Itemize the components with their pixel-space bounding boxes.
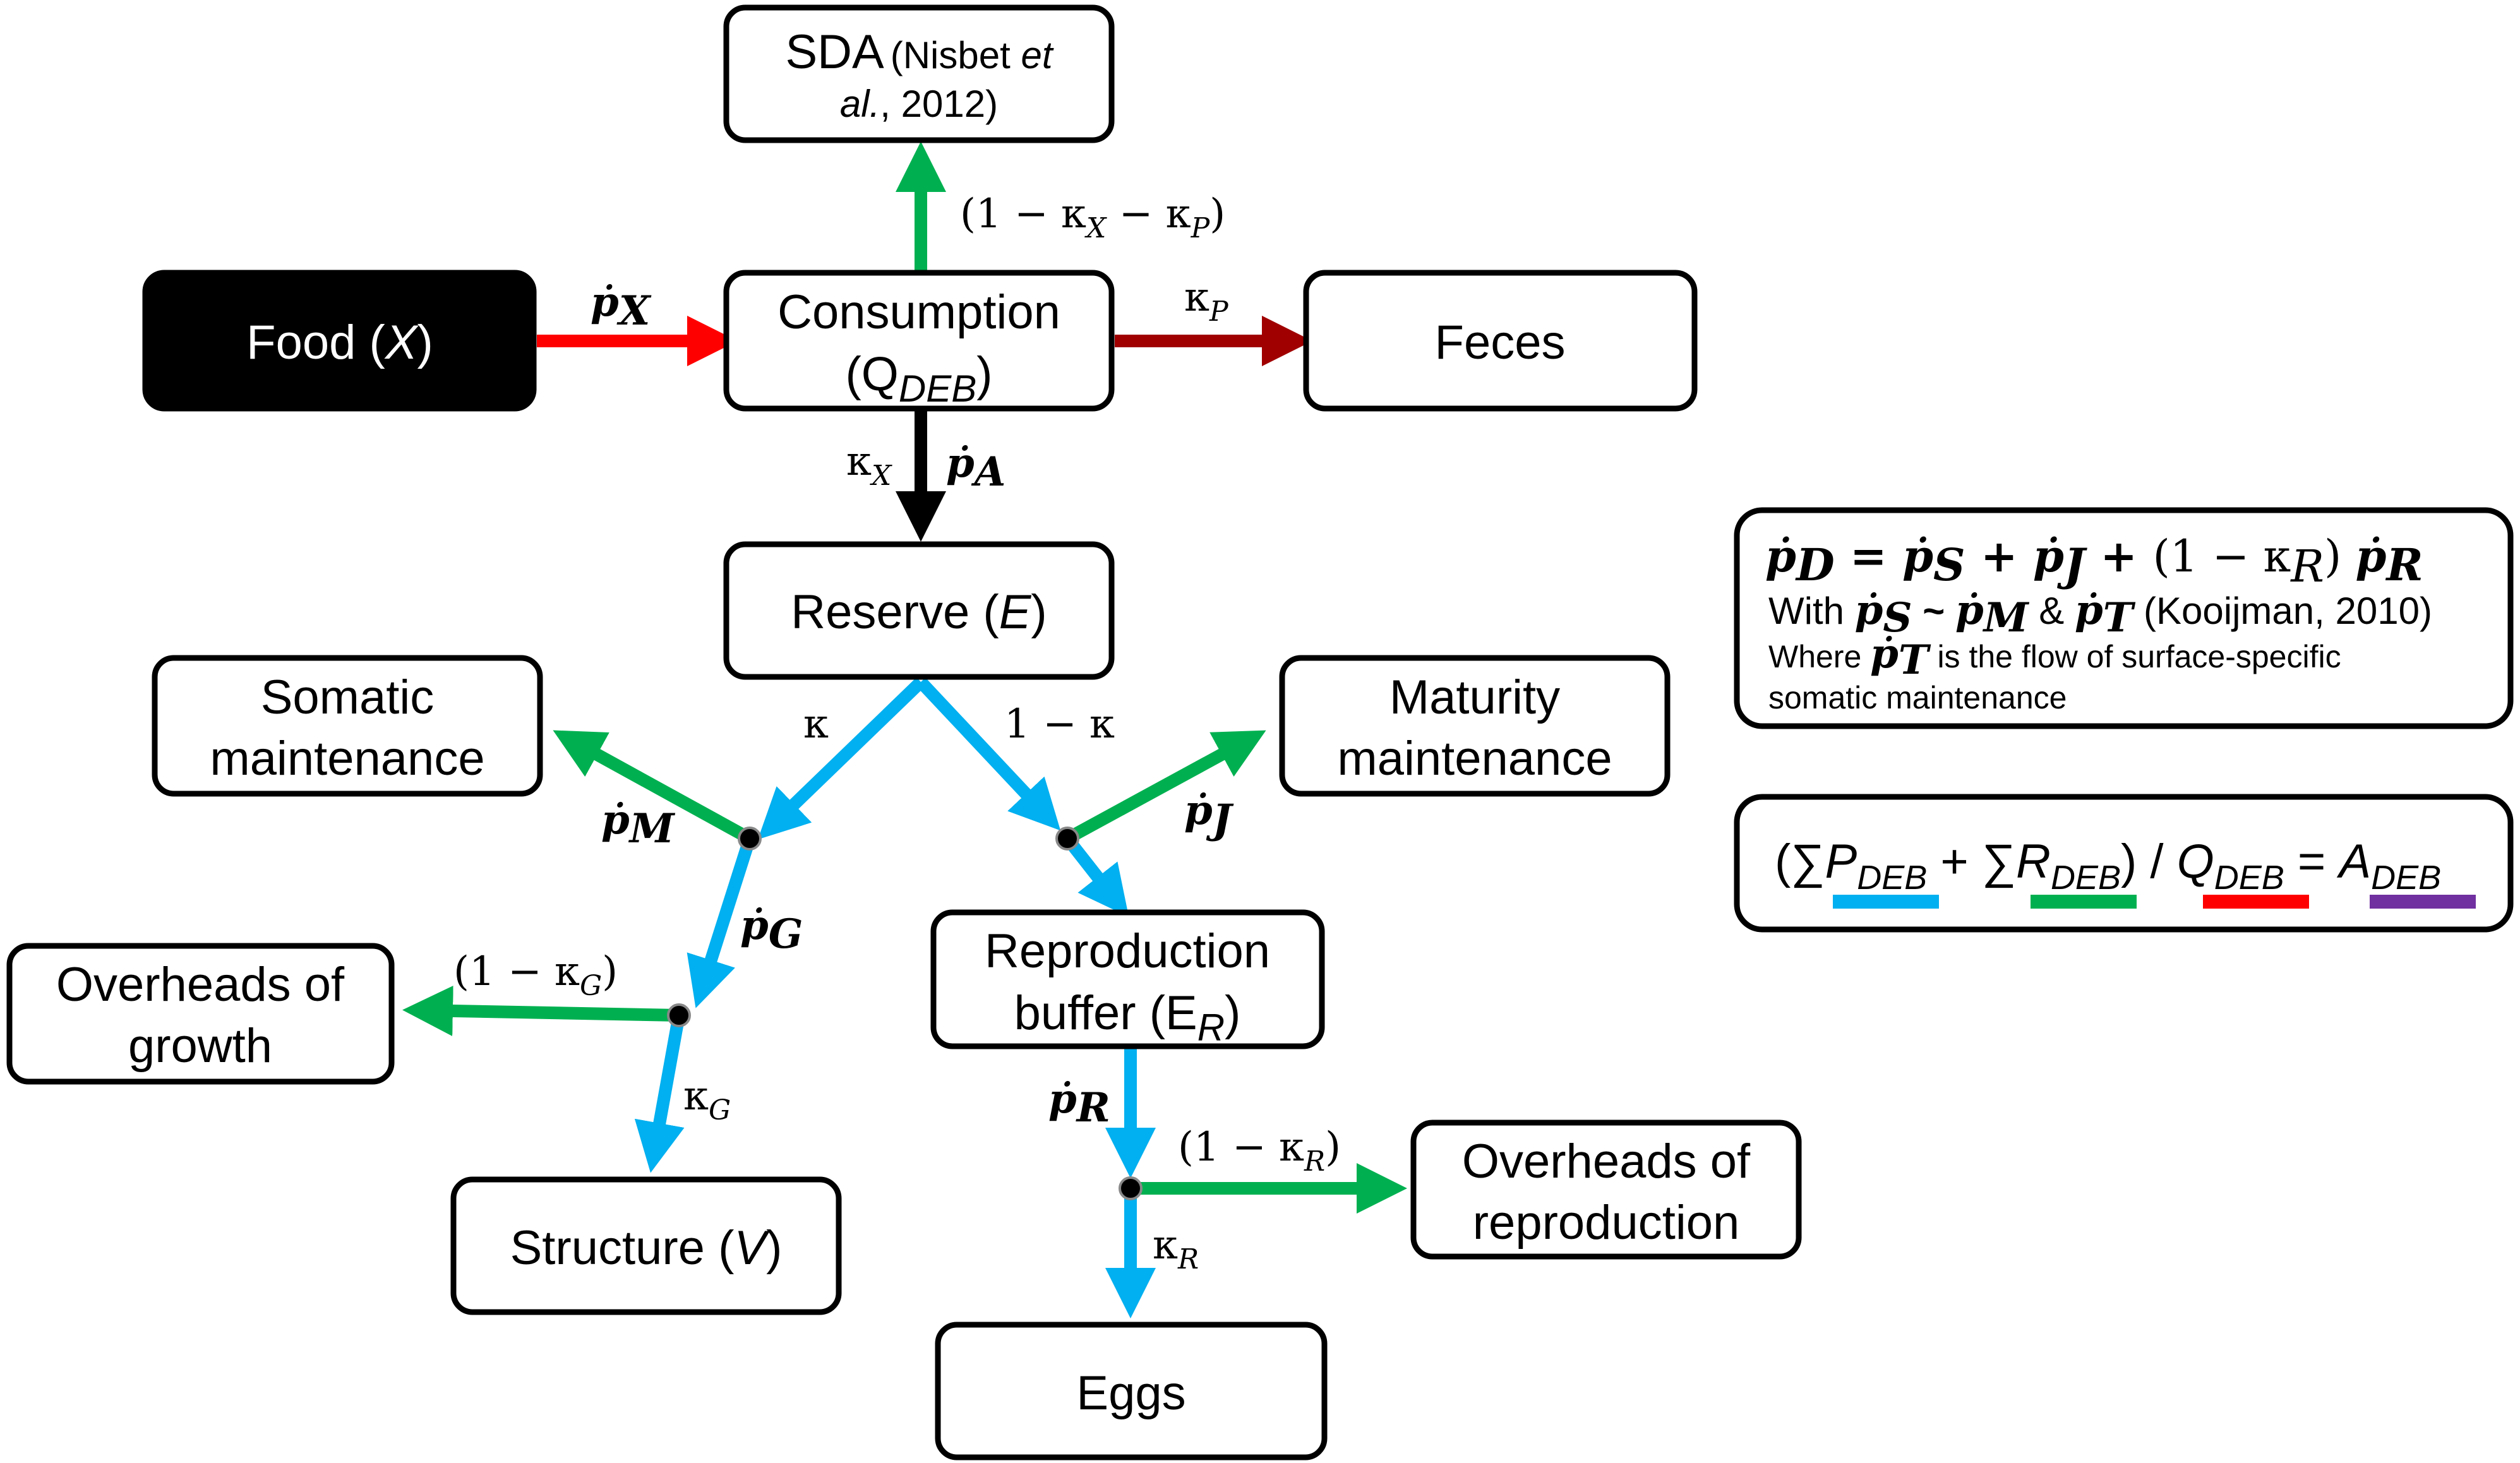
structure-label-c: ) bbox=[766, 1221, 782, 1275]
arrows bbox=[402, 141, 1408, 1319]
svg-text:Structure (V): Structure (V) bbox=[510, 1221, 783, 1275]
edge-label-pr: ṗR bbox=[1048, 1075, 1110, 1132]
edge-label-kr-coef: (1 − κR) bbox=[1178, 1124, 1341, 1178]
box-eggs: Eggs bbox=[935, 1322, 1328, 1460]
box-maturity-maintenance: Maturity maintenance bbox=[1279, 655, 1671, 797]
box-overheads-growth: Overheads of growth bbox=[6, 943, 395, 1085]
svg-text:SDA(Nisbet et: SDA(Nisbet et bbox=[785, 25, 1053, 79]
legend-swatch-green bbox=[2031, 895, 2137, 909]
box-feces: Feces bbox=[1303, 270, 1698, 412]
box-reserve: Reserve (E) bbox=[723, 541, 1115, 680]
edge-label-sda-coef: (1 − κX − κP) bbox=[960, 191, 1225, 244]
somatic-line2: maintenance bbox=[210, 732, 484, 785]
box-reproduction-buffer: Reproduction buffer (ER) bbox=[930, 909, 1325, 1049]
equation-line3: Where ṗT is the flow of surface-specific bbox=[1768, 630, 2341, 684]
consumption-line2-c: ) bbox=[976, 347, 992, 401]
box-somatic-maintenance: Somatic maintenance bbox=[152, 655, 543, 797]
junction-reproduction bbox=[1119, 1176, 1143, 1200]
arrow-node-to-repro-buffer bbox=[1062, 834, 1129, 917]
junction-maturity bbox=[1055, 827, 1079, 851]
maturity-line2: maintenance bbox=[1337, 732, 1612, 785]
edge-labels: ṗX (1 − κX − κP) κP κX ṗA κ 1 − κ ṗM ṗJ … bbox=[453, 191, 1341, 1275]
consumption-line2-a: (Q bbox=[845, 347, 898, 401]
legend-formula: (∑PDEB + ∑RDEB) / QDEB = ADEB bbox=[1775, 835, 2441, 897]
overheads-repro-line2: reproduction bbox=[1473, 1196, 1740, 1250]
box-consumption: Consumption (QDEB) bbox=[723, 270, 1115, 412]
equation-line2: With ṗS ~ ṗM & ṗT (Kooijman, 2010) bbox=[1768, 587, 2432, 642]
edge-label-kx: κX bbox=[846, 438, 892, 492]
edge-label-kg-coef: (1 − κG) bbox=[453, 948, 618, 1002]
arrow-growth-node-to-structure bbox=[634, 1014, 685, 1173]
box-structure: Structure (V) bbox=[450, 1176, 842, 1315]
legend-swatch-blue bbox=[1833, 895, 1939, 909]
reserve-label-a: Reserve ( bbox=[791, 585, 999, 639]
eggs-label: Eggs bbox=[1076, 1366, 1185, 1420]
junction-growth bbox=[667, 1003, 691, 1027]
edge-label-kg: κG bbox=[683, 1073, 731, 1126]
edge-label-kp: κP bbox=[1184, 274, 1229, 328]
junction-somatic bbox=[738, 827, 762, 851]
repro-buffer-line2-a: buffer (E bbox=[1014, 986, 1197, 1040]
arrow-reserve-to-maturity-node bbox=[916, 678, 1061, 831]
repro-buffer-line2-c: ) bbox=[1225, 986, 1240, 1040]
overheads-repro-line1: Overheads of bbox=[1462, 1135, 1751, 1188]
structure-label-b: V bbox=[734, 1221, 770, 1275]
sda-ref-b: et bbox=[1021, 34, 1053, 76]
edge-label-px: ṗX bbox=[591, 278, 652, 335]
sda-ref-c: al. bbox=[840, 83, 880, 125]
box-sda: SDA(Nisbet et al., 2012) bbox=[723, 4, 1115, 143]
arrow-node-to-growth-node bbox=[687, 836, 756, 1008]
edge-label-kappa: κ bbox=[803, 701, 829, 748]
consumption-line1: Consumption bbox=[777, 285, 1060, 339]
edge-label-one-minus-kappa: 1 − κ bbox=[1004, 701, 1115, 748]
food-label-b: X bbox=[384, 316, 419, 369]
overheads-growth-line2: growth bbox=[128, 1019, 272, 1073]
junctions bbox=[667, 827, 1143, 1200]
reserve-label-c: ) bbox=[1031, 585, 1047, 639]
sda-ref-d: , 2012) bbox=[880, 83, 998, 125]
equation-line4: somatic maintenance bbox=[1768, 680, 2067, 715]
food-label-a: Food ( bbox=[246, 316, 385, 369]
svg-text:buffer (ER): buffer (ER) bbox=[1014, 986, 1241, 1049]
somatic-line1: Somatic bbox=[261, 671, 435, 724]
box-food: Food (X) bbox=[142, 270, 537, 412]
sda-label: SDA bbox=[785, 25, 884, 79]
repro-buffer-line1: Reproduction bbox=[985, 924, 1270, 978]
repro-buffer-line2-sub: R bbox=[1197, 1006, 1225, 1049]
svg-text:Reserve (E): Reserve (E) bbox=[791, 585, 1047, 639]
box-overheads-reproduction: Overheads of reproduction bbox=[1410, 1120, 1802, 1260]
structure-label-a: Structure ( bbox=[510, 1221, 735, 1275]
equation-line1: ṗD = ṗS + ṗJ + (1 − κR) ṗR bbox=[1765, 530, 2423, 592]
edge-label-kr: κR bbox=[1153, 1222, 1199, 1275]
overheads-growth-line1: Overheads of bbox=[56, 958, 345, 1012]
reserve-label-b: E bbox=[999, 585, 1032, 639]
edge-label-pg: ṗG bbox=[740, 902, 803, 958]
sda-ref-a: (Nisbet bbox=[891, 34, 1021, 76]
feces-label: Feces bbox=[1435, 316, 1566, 369]
svg-text:al., 2012): al., 2012) bbox=[840, 83, 998, 125]
svg-text:Food (X): Food (X) bbox=[246, 316, 433, 369]
edge-label-pa: ṗA bbox=[946, 439, 1005, 496]
consumption-line2-sub: DEB bbox=[899, 367, 976, 410]
arrow-reserve-to-somatic-node bbox=[757, 677, 925, 840]
arrow-growth-node-to-overheads bbox=[402, 986, 680, 1037]
maturity-line1: Maturity bbox=[1389, 671, 1560, 724]
legend-swatch-purple bbox=[2370, 895, 2476, 909]
svg-text:(QDEB): (QDEB) bbox=[845, 347, 992, 410]
arrow-node-to-somatic-maintenance bbox=[553, 730, 753, 844]
legend-box: (∑PDEB + ∑RDEB) / QDEB = ADEB bbox=[1734, 794, 2514, 933]
edge-label-pj: ṗJ bbox=[1184, 787, 1234, 843]
equation-box: ṗD = ṗS + ṗJ + (1 − κR) ṗR With ṗS ~ ṗM … bbox=[1734, 507, 2514, 729]
legend-swatch-red bbox=[2203, 895, 2309, 909]
arrow-node-to-maturity-maintenance bbox=[1064, 730, 1266, 844]
edge-label-pm: ṗM bbox=[601, 796, 676, 852]
food-label-c: ) bbox=[417, 316, 433, 369]
